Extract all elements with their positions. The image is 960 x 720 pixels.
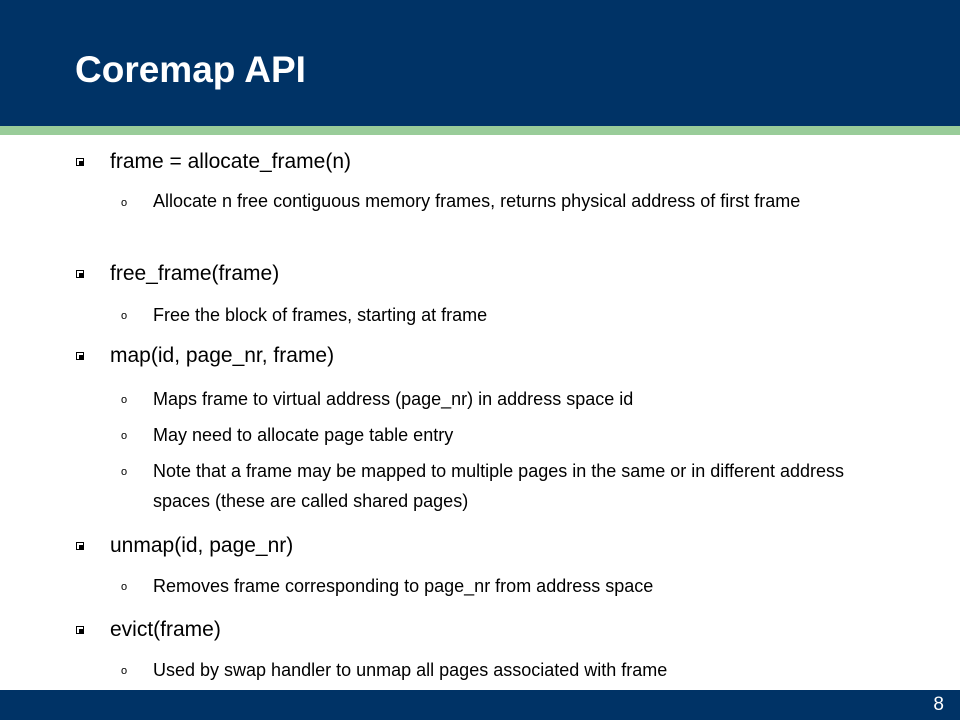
- sub-bullet-marker: o: [121, 665, 128, 677]
- api-item-description: Used by swap handler to unmap all pages …: [153, 660, 668, 680]
- slide-content: frame = allocate_frame(n) o Allocate n f…: [76, 150, 845, 680]
- api-item-description: Free the block of frames, starting at fr…: [153, 305, 488, 325]
- title-bar: Coremap API: [0, 0, 960, 126]
- sub-bullet-marker: o: [121, 394, 128, 406]
- api-item-free-frame: free_frame(frame): [110, 262, 280, 285]
- square-bullet-icon: [76, 542, 84, 550]
- square-bullet-icon: [76, 270, 84, 278]
- sub-bullet-marker: o: [121, 466, 128, 478]
- footer-bar: 8: [0, 690, 960, 720]
- slide-number: 8: [933, 694, 944, 715]
- square-bullet-icon: [76, 352, 84, 360]
- square-bullet-icon: [76, 626, 84, 634]
- api-item-description: Maps frame to virtual address (page_nr) …: [153, 389, 634, 409]
- sub-bullet-marker: o: [121, 430, 128, 442]
- api-item-allocate-frame: frame = allocate_frame(n): [110, 150, 352, 173]
- slide-title: Coremap API: [75, 49, 306, 90]
- sub-bullet-marker: o: [121, 197, 128, 209]
- api-item-description: Note that a frame may be mapped to multi…: [153, 461, 845, 511]
- accent-stripe: [0, 126, 960, 135]
- api-item-description: Removes frame corresponding to page_nr f…: [153, 576, 654, 596]
- api-item-unmap: unmap(id, page_nr): [110, 534, 294, 557]
- sub-bullet-marker: o: [121, 310, 128, 322]
- square-bullet-icon: [76, 158, 84, 166]
- api-item-map: map(id, page_nr, frame): [110, 344, 335, 367]
- api-item-evict: evict(frame): [110, 618, 221, 641]
- sub-bullet-marker: o: [121, 581, 128, 593]
- api-item-description: May need to allocate page table entry: [153, 425, 454, 445]
- api-item-description: Allocate n free contiguous memory frames…: [153, 191, 801, 211]
